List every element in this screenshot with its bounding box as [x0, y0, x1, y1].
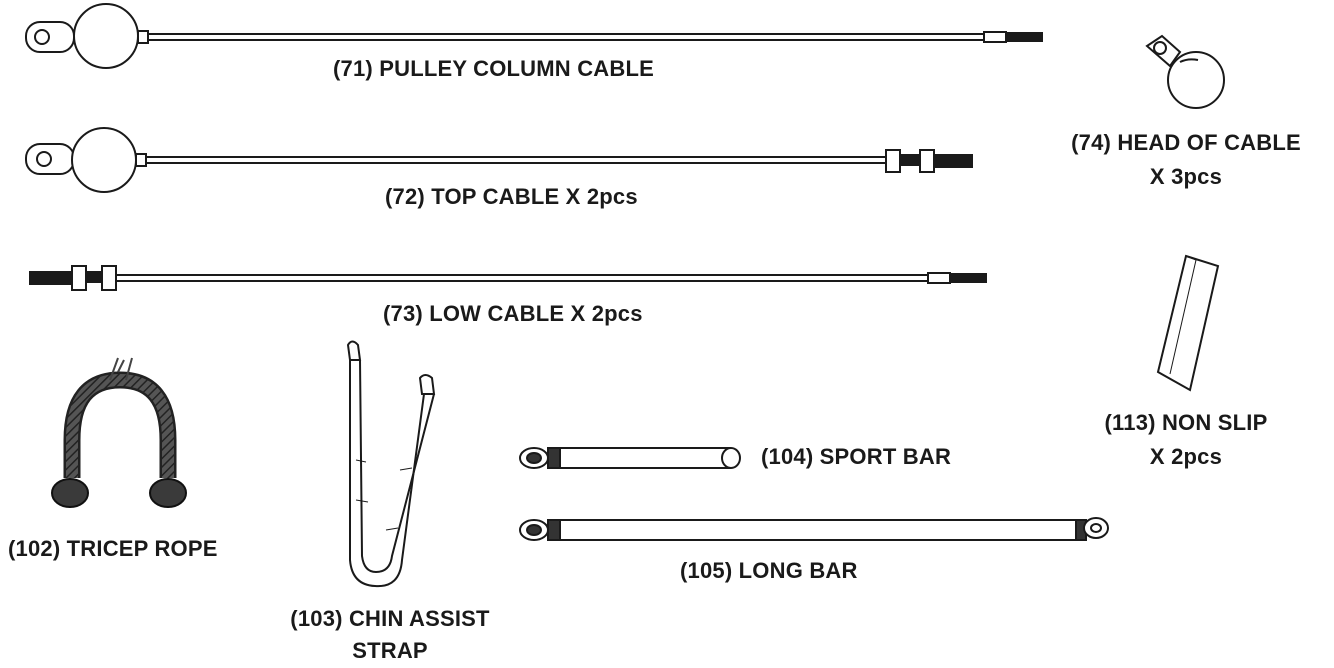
long-bar-label: (105) LONG BAR — [680, 558, 858, 583]
non-slip-label: (113) NON SLIP — [1104, 410, 1268, 435]
head-of-cable-drawing — [1145, 34, 1225, 109]
top-cable-drawing — [25, 127, 973, 193]
sport-bar-drawing — [519, 447, 741, 469]
pulley-column-cable-label: (71) PULLEY COLUMN CABLE — [333, 56, 654, 81]
tricep-rope-drawing — [51, 357, 187, 508]
low-cable-drawing — [29, 265, 987, 291]
head-of-cable-label: (74) HEAD OF CABLE — [1071, 130, 1301, 155]
chin-assist-strap-label: (103) CHIN ASSIST — [290, 606, 490, 631]
pulley-column-cable-drawing — [25, 3, 1043, 69]
chin-assist-strap-drawing — [346, 340, 436, 588]
tricep-rope-label: (102) TRICEP ROPE — [8, 536, 218, 561]
non-slip-drawing — [1156, 254, 1220, 392]
low-cable-label: (73) LOW CABLE X 2pcs — [383, 301, 643, 326]
sport-bar-label: (104) SPORT BAR — [761, 444, 952, 469]
chin-assist-strap-label-line2: STRAP — [352, 638, 428, 663]
long-bar-drawing — [519, 517, 1109, 541]
top-cable-label: (72) TOP CABLE X 2pcs — [385, 184, 638, 209]
non-slip-qty: X 2pcs — [1149, 444, 1223, 469]
head-of-cable-qty: X 3pcs — [1149, 164, 1223, 189]
